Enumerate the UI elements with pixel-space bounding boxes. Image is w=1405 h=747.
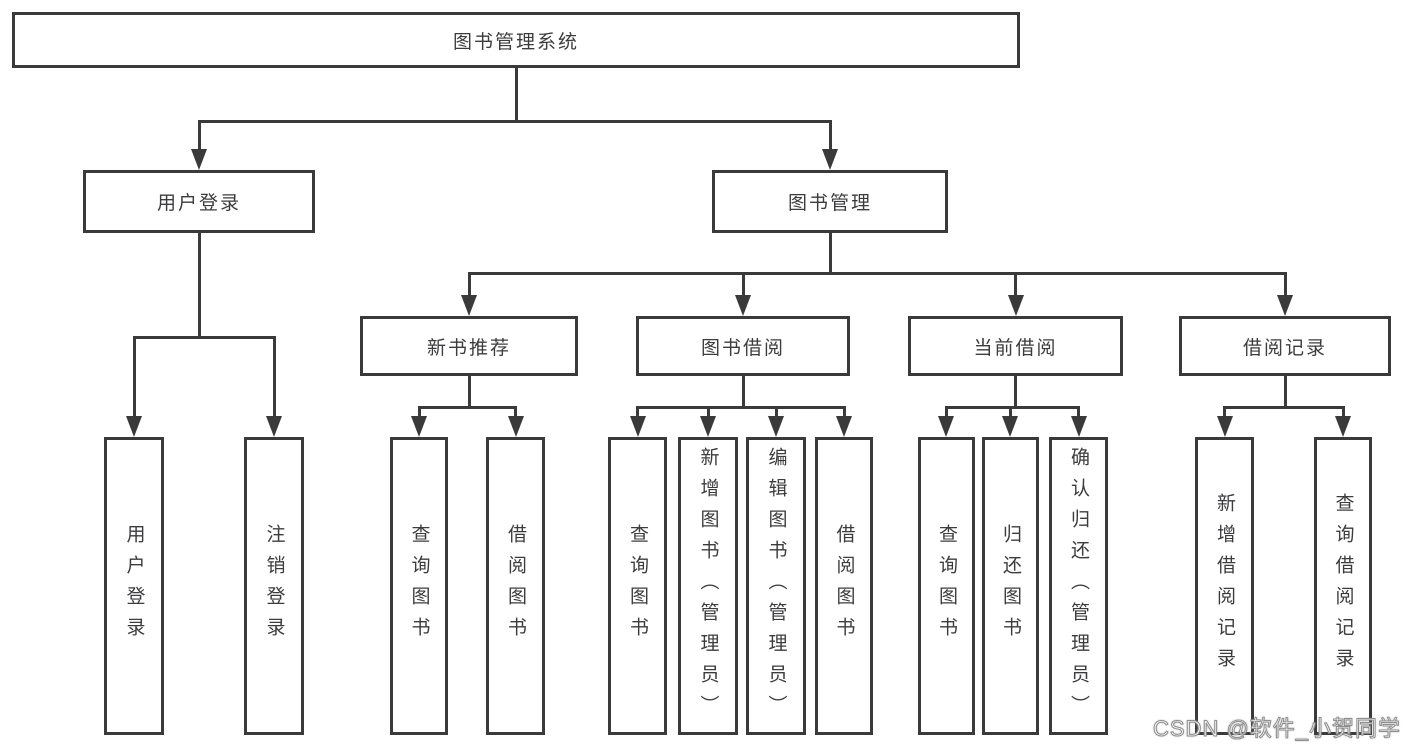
arrowhead-down-icon: [1070, 416, 1087, 437]
leaf-query-books-recommend: 查询图书: [390, 437, 448, 735]
connector-hline: [1223, 406, 1345, 409]
arrowhead-down-icon: [1007, 295, 1024, 316]
leaf-return-books-label: 归还图书: [1000, 524, 1021, 648]
node-library-system: 图书管理系统: [12, 12, 1020, 68]
connector-vline: [1077, 406, 1080, 419]
leaf-confirm-return-admin: 确认归还（管理员）: [1049, 437, 1108, 735]
connector-vline: [706, 406, 710, 419]
connector-hline: [467, 272, 1287, 275]
node-user-login-label: 用户登录: [156, 193, 241, 214]
arrowhead-down-icon: [411, 416, 427, 437]
leaf-edit-books-admin-label: 编辑图书（管理员）: [765, 446, 787, 726]
leaf-confirm-return-admin-label: 确认归还（管理员）: [1068, 446, 1089, 726]
node-book-borrowing: 图书借阅: [636, 316, 850, 376]
connector-vline: [132, 336, 136, 419]
connector-vline: [1014, 376, 1017, 407]
arrowhead-down-icon: [735, 295, 751, 316]
node-book-management: 图书管理: [712, 170, 948, 233]
leaf-query-books-borrowing: 查询图书: [608, 437, 667, 735]
connector-vline: [514, 406, 517, 419]
leaf-edit-books-admin: 编辑图书（管理员）: [746, 437, 806, 735]
leaf-query-books-current-label: 查询图书: [936, 524, 957, 648]
leaf-logout-label: 注销登录: [263, 524, 285, 648]
leaf-borrow-books-label: 借阅图书: [833, 524, 855, 648]
connector-vline: [842, 406, 846, 419]
connector-vline: [1008, 406, 1012, 419]
arrowhead-down-icon: [191, 149, 207, 170]
connector-vline: [741, 272, 745, 298]
connector-vline: [1223, 406, 1226, 419]
arrowhead-down-icon: [700, 416, 716, 437]
connector-hline: [944, 406, 1080, 409]
connector-vline: [467, 272, 471, 298]
leaf-add-borrow-record: 新增借阅记录: [1195, 437, 1254, 735]
node-book-borrowing-label: 图书借阅: [700, 337, 785, 359]
leaf-logout: 注销登录: [244, 437, 304, 735]
connector-vline: [636, 406, 639, 419]
node-book-management-label: 图书管理: [787, 193, 872, 214]
leaf-user-login-label: 用户登录: [123, 524, 145, 648]
node-user-login: 用户登录: [83, 170, 315, 233]
watermark: CSDN @软件_小贺同学: [1153, 716, 1402, 742]
connector-hline: [197, 120, 832, 123]
node-borrowing-records: 借阅记录: [1179, 316, 1391, 376]
arrowhead-down-icon: [938, 416, 954, 437]
node-library-system-label: 图书管理系统: [452, 31, 579, 53]
arrowhead-down-icon: [461, 295, 477, 316]
arrowhead-down-icon: [629, 416, 646, 437]
node-current-borrowing: 当前借阅: [908, 316, 1123, 376]
leaf-add-books-admin: 新增图书（管理员）: [678, 437, 738, 735]
leaf-user-login: 用户登录: [104, 437, 164, 735]
connector-vline: [197, 120, 201, 152]
connector-hline: [132, 336, 276, 339]
connector-vline: [944, 406, 948, 419]
connector-vline: [197, 233, 201, 337]
arrowhead-down-icon: [1216, 416, 1233, 437]
node-current-borrowing-label: 当前借阅: [973, 337, 1058, 359]
leaf-add-borrow-record-label: 新增借阅记录: [1214, 493, 1235, 679]
leaf-borrow-books: 借阅图书: [815, 437, 873, 735]
leaf-query-books-recommend-label: 查询图书: [408, 524, 430, 648]
leaf-borrow-books-recommend: 借阅图书: [486, 437, 545, 735]
connector-hline: [417, 406, 517, 409]
node-borrowing-records-label: 借阅记录: [1242, 337, 1327, 359]
arrowhead-down-icon: [768, 416, 784, 437]
leaf-borrow-books-recommend-label: 借阅图书: [505, 524, 526, 648]
node-new-book-recommend: 新书推荐: [360, 316, 578, 376]
connector-vline: [1283, 272, 1287, 298]
connector-vline: [272, 336, 276, 419]
connector-vline: [741, 376, 745, 407]
connector-vline: [417, 406, 421, 419]
leaf-add-books-admin-label: 新增图书（管理员）: [697, 446, 719, 726]
connector-vline: [828, 120, 832, 152]
leaf-return-books: 归还图书: [982, 437, 1039, 735]
connector-vline: [1283, 376, 1287, 407]
node-new-book-recommend-label: 新书推荐: [426, 337, 511, 359]
arrowhead-down-icon: [1335, 416, 1351, 437]
arrowhead-down-icon: [1277, 295, 1293, 316]
connector-hline: [636, 406, 846, 409]
arrowhead-down-icon: [836, 416, 852, 437]
arrowhead-down-icon: [126, 416, 142, 437]
connector-vline: [774, 406, 778, 419]
arrowhead-down-icon: [507, 416, 524, 437]
connector-vline: [514, 68, 518, 121]
arrowhead-down-icon: [266, 416, 282, 437]
leaf-query-books-borrowing-label: 查询图书: [627, 524, 648, 648]
leaf-query-books-current: 查询图书: [918, 437, 975, 735]
arrowhead-down-icon: [822, 149, 838, 170]
connector-vline: [828, 233, 832, 274]
arrowhead-down-icon: [1002, 416, 1018, 437]
connector-vline: [1341, 406, 1345, 419]
leaf-query-borrow-record: 查询借阅记录: [1314, 437, 1372, 735]
connector-vline: [467, 376, 471, 407]
connector-vline: [1014, 272, 1017, 298]
leaf-query-borrow-record-label: 查询借阅记录: [1332, 493, 1354, 679]
